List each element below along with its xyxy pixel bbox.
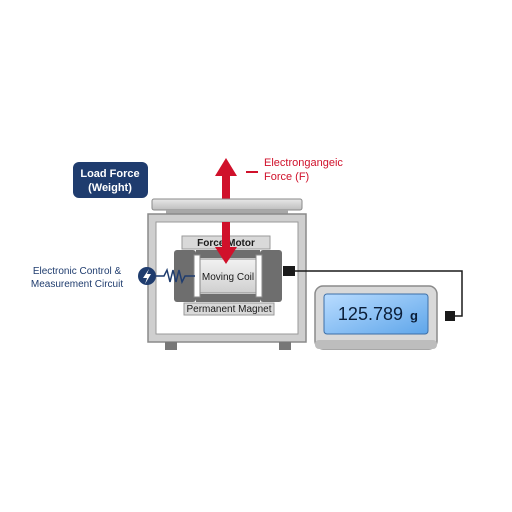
load-force-label: Load Force [80, 168, 139, 180]
arrow-down-icon [215, 222, 237, 264]
display-unit: g [410, 308, 418, 323]
scale-foot-left [165, 342, 177, 350]
measurement-circuit-label: Measurement Circuit [31, 279, 123, 290]
display-terminal: 125.789 g [314, 285, 438, 350]
control-circuit-label: Electronic Control & [33, 266, 122, 277]
resistor-symbol [156, 267, 195, 285]
em-force-label-group: Electrongangeic Force (F) [246, 157, 343, 183]
signal-wire [283, 266, 463, 321]
display-value: 125.789 [338, 304, 403, 324]
weighing-pan [151, 198, 303, 214]
magnet-pole-right [260, 250, 282, 302]
scale-foot-right [279, 342, 291, 350]
control-circuit [138, 267, 195, 285]
wire-connector-right [445, 311, 455, 321]
em-force-label: Electrongangeic [264, 157, 343, 169]
display-screen [323, 293, 429, 335]
arrow-up-icon [215, 158, 237, 199]
force-f-label: Force (F) [264, 171, 309, 183]
magnet-yoke-bottom [196, 294, 260, 302]
load-force-badge: Load Force (Weight) [73, 162, 148, 198]
moving-coil-label: Moving Coil [202, 272, 254, 283]
permanent-magnet-label: Permanent Magnet [186, 304, 271, 315]
wire-connector-left [283, 266, 295, 276]
weight-label: (Weight) [88, 182, 132, 194]
coil-flange-right [255, 254, 263, 298]
